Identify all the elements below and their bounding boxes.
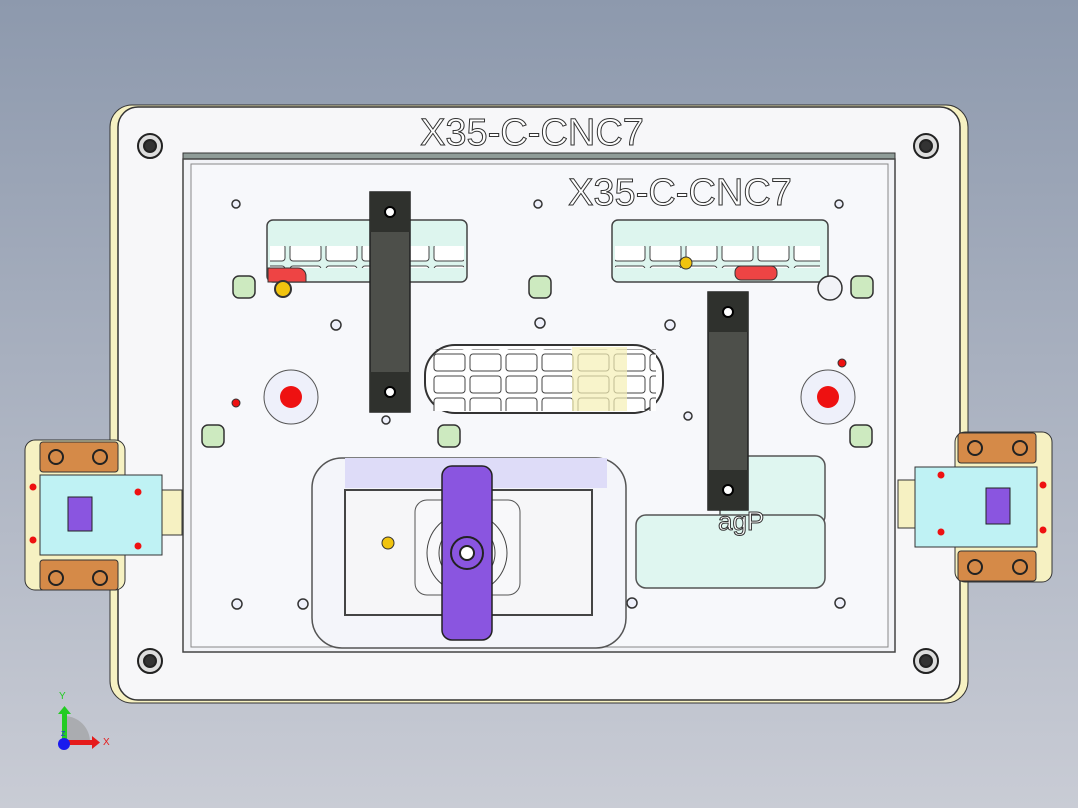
axis-triad[interactable]: Y X Z [58,691,110,750]
screw-icon [137,133,163,159]
hole-icons [231,199,846,610]
y-axis-arrow-icon [62,712,67,742]
screw-icon [137,648,163,674]
inner-plate-engraving: X35-C-CNC7 [568,172,792,214]
window-top-right [611,219,843,301]
clamp-handle-purple[interactable] [441,465,493,641]
screw-icon [913,648,939,674]
clamp-bar-left[interactable] [369,191,411,413]
z-axis-label: Z [61,731,66,738]
side-clamp-right[interactable] [897,431,1053,583]
screw-icons [137,133,939,674]
nut-icons [201,275,874,448]
x-axis-label: X [103,737,110,748]
side-clamp-left[interactable] [24,439,183,591]
clamp-bar-right[interactable] [707,291,749,511]
plate-engraving: X35-C-CNC7 [420,112,644,154]
z-axis-icon [58,738,70,750]
window-top-left [266,219,468,298]
triad-arc-icon [64,716,90,742]
y-axis-label: Y [59,691,66,702]
screw-icon [913,133,939,159]
x-axis-arrow-icon [64,740,92,745]
locator-pins [231,358,856,425]
window-middle [424,344,664,414]
